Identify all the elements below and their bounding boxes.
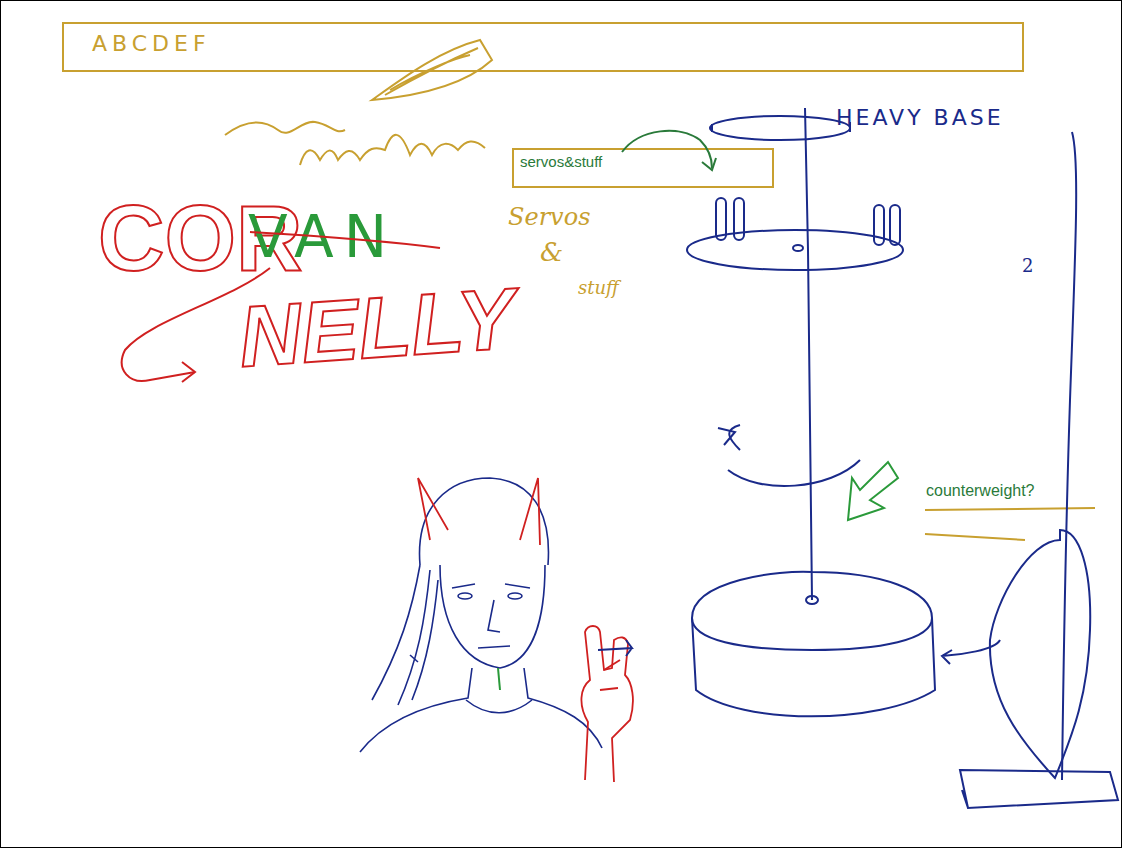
outline-word: NELLY [236,271,517,385]
block-arrow [848,462,898,520]
band-text: ABCDEF [92,32,211,56]
goatee [498,668,500,690]
crossed-word: VAN [248,206,397,270]
scribbles [225,40,492,165]
mobile-stand [687,108,935,716]
devil-horns [418,478,540,545]
callout-number: 2 [1022,256,1033,276]
part-label: counterweight? [926,482,1035,500]
handwritten-note: stuff [578,278,619,298]
person-sketch [360,478,602,752]
rock-hand [581,626,633,782]
title-band: ABCDEF [62,22,1024,72]
underline [925,508,1095,540]
box-text: servos&stuff [520,154,602,171]
note-box: servos&stuff [512,148,774,188]
arrow-head [702,158,716,170]
arrow-head [182,362,195,382]
handwritten-note: & [540,238,563,267]
handwritten-note: Servos [508,204,590,230]
pointer-arrow [598,640,632,656]
counterweight-sketch [942,132,1118,808]
part-label: HEAVY BASE [836,106,1004,130]
